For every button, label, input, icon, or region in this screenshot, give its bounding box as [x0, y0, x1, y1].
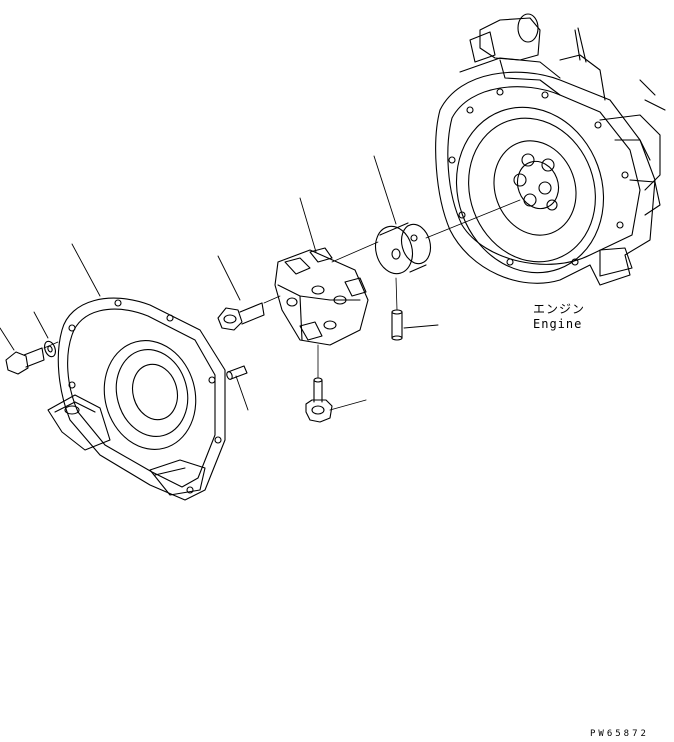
washer: [44, 340, 56, 358]
leader-lines: [0, 155, 439, 411]
drawing-number: PW65872: [590, 729, 649, 739]
coupling-bolt-vertical: [305, 377, 333, 423]
leader-coupling: [299, 197, 317, 253]
flywheel-cover: [47, 297, 226, 501]
flexible-coupling: [274, 247, 369, 346]
coupling-bolt-horizontal: [217, 302, 265, 331]
hub-pin: [391, 309, 403, 341]
leader-bolt: [0, 327, 15, 351]
leader-vertical-bolt: [329, 399, 367, 411]
cover-bolt: [5, 347, 45, 375]
leader-pin: [403, 324, 439, 329]
leader-hub: [373, 155, 397, 225]
leader-horizontal-bolt: [217, 255, 241, 301]
leader-washer: [33, 311, 49, 339]
leader-dowel-pin: [235, 375, 249, 411]
engine-assembly: [435, 13, 666, 286]
assembly-axis-lines: [43, 199, 521, 379]
engine-label-japanese: エンジン: [533, 302, 586, 316]
dowel-pin: [226, 365, 248, 380]
engine-label-english: Engine: [533, 317, 583, 331]
coupling-hub: [374, 222, 432, 275]
leader-cover: [71, 243, 101, 297]
